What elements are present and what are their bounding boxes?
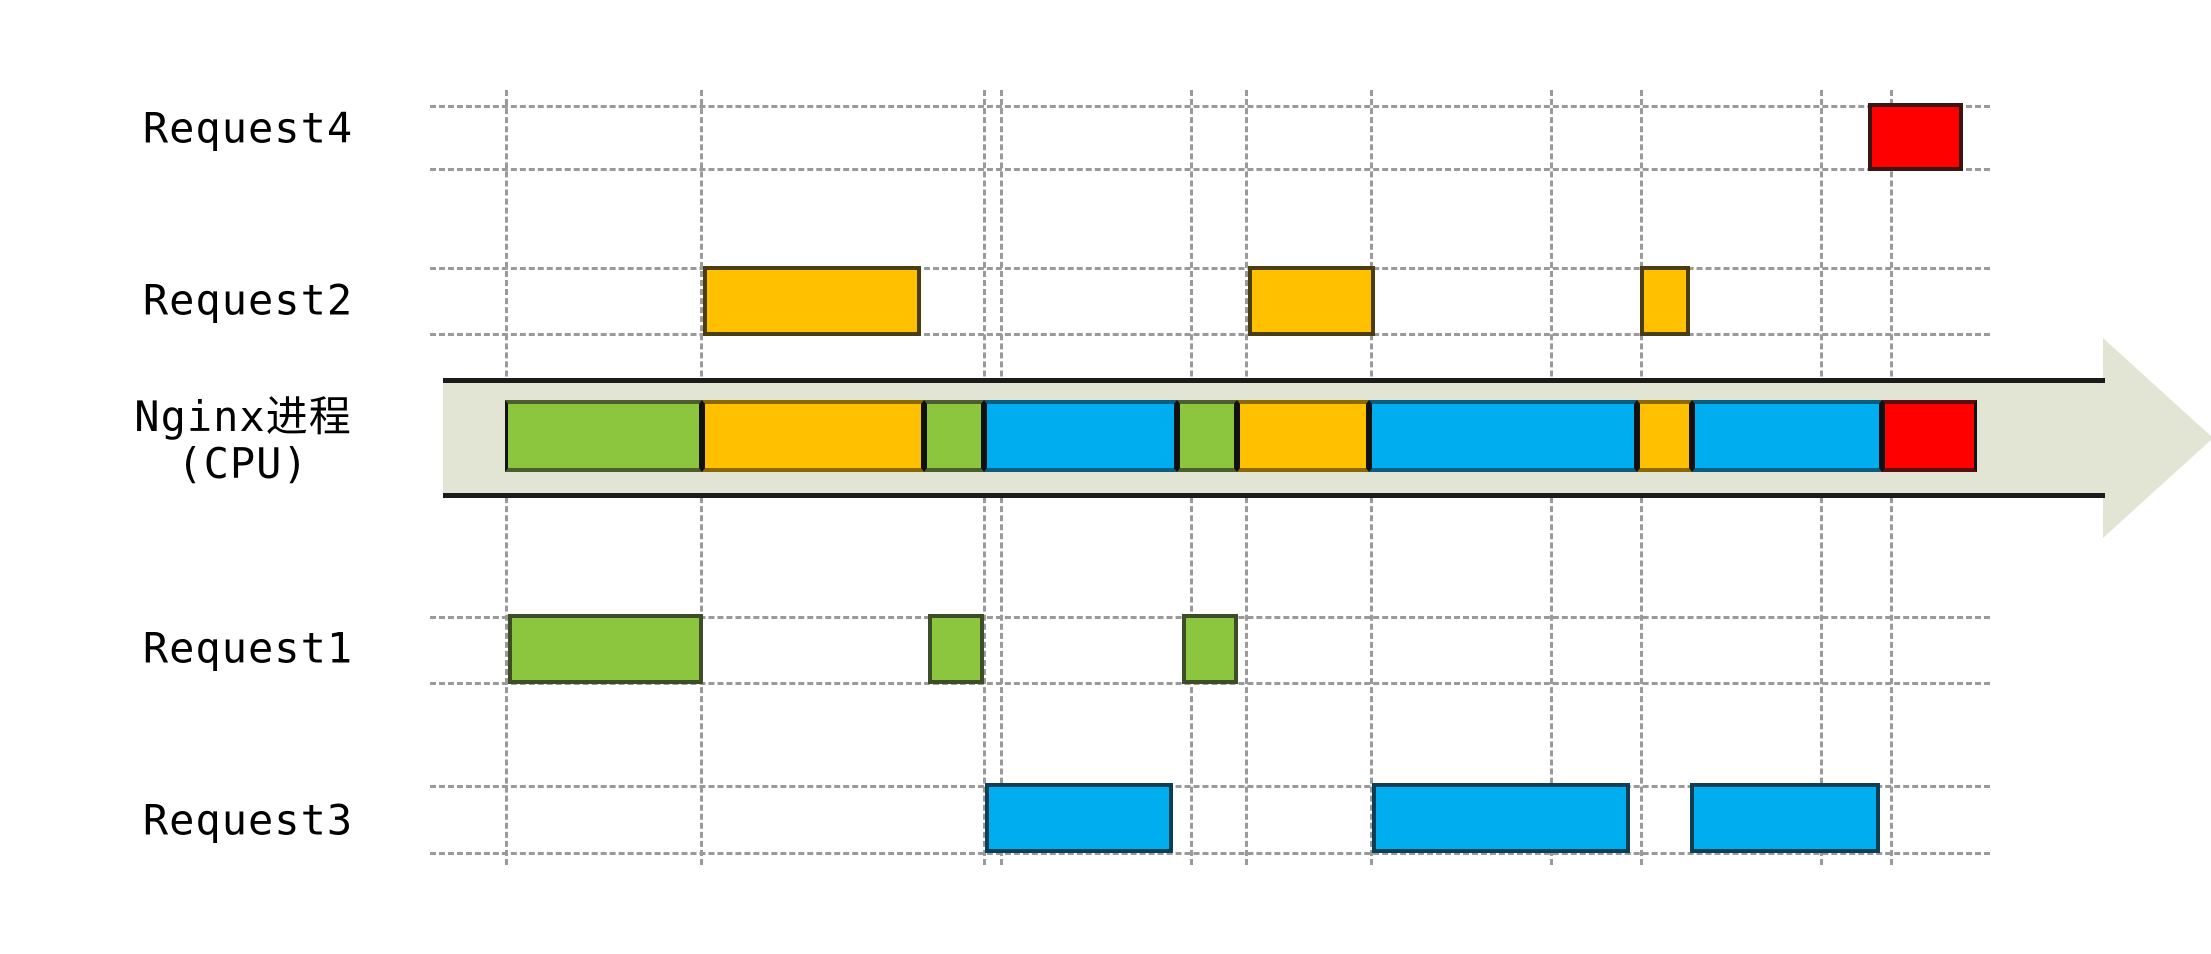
bar-request3-2 — [1690, 783, 1880, 853]
cpu-segment-blue-8 — [1692, 400, 1882, 472]
cpu-segment-orange-7 — [1637, 400, 1692, 472]
axis-arrow-head — [2103, 338, 2211, 538]
row-label-text-request4: Request4 — [142, 103, 354, 153]
bar-request3-0 — [985, 783, 1173, 853]
bar-request1-2 — [1182, 614, 1238, 684]
row-label-request2: Request2 — [142, 275, 354, 325]
gridline-h-request4 — [430, 105, 1990, 108]
gridline-h-request2 — [430, 333, 1990, 336]
bar-request2-2 — [1640, 266, 1690, 336]
axis-rule-top — [443, 378, 2105, 383]
row-label-request3: Request3 — [142, 795, 354, 845]
bar-request1-0 — [508, 614, 703, 684]
gridline-h-request3 — [430, 785, 1990, 788]
bar-request3-1 — [1372, 783, 1630, 853]
row-label-text-request1: Request1 — [142, 623, 354, 673]
cpu-segment-orange-5 — [1237, 400, 1369, 472]
cpu-segment-blue-3 — [984, 400, 1177, 472]
row-label-request4: Request4 — [142, 103, 354, 153]
cpu-segment-blue-6 — [1369, 400, 1637, 472]
gridline-h-request2 — [430, 267, 1990, 270]
cpu-segment-green-0 — [505, 400, 702, 472]
gridline-h-request3 — [430, 852, 1990, 855]
row-label-cpu: Nginx进程(CPU) — [134, 393, 351, 487]
row-label-request1: Request1 — [142, 623, 354, 673]
cpu-segment-green-2 — [924, 400, 984, 472]
cpu-segment-green-4 — [1177, 400, 1237, 472]
bar-request2-0 — [703, 266, 921, 336]
bar-request1-1 — [928, 614, 984, 684]
row-label-text-request2: Request2 — [142, 275, 354, 325]
bar-request2-1 — [1248, 266, 1375, 336]
axis-rule-bottom — [443, 493, 2105, 498]
cpu-segment-red-9 — [1882, 400, 1977, 472]
gridline-h-request4 — [430, 168, 1990, 171]
row-label-text-cpu: Nginx进程 — [134, 391, 352, 441]
bar-request4-0 — [1868, 103, 1963, 171]
row-label-text-request3: Request3 — [142, 795, 354, 845]
cpu-segment-orange-1 — [702, 400, 924, 472]
row-label-subtext-cpu: (CPU) — [177, 439, 309, 488]
